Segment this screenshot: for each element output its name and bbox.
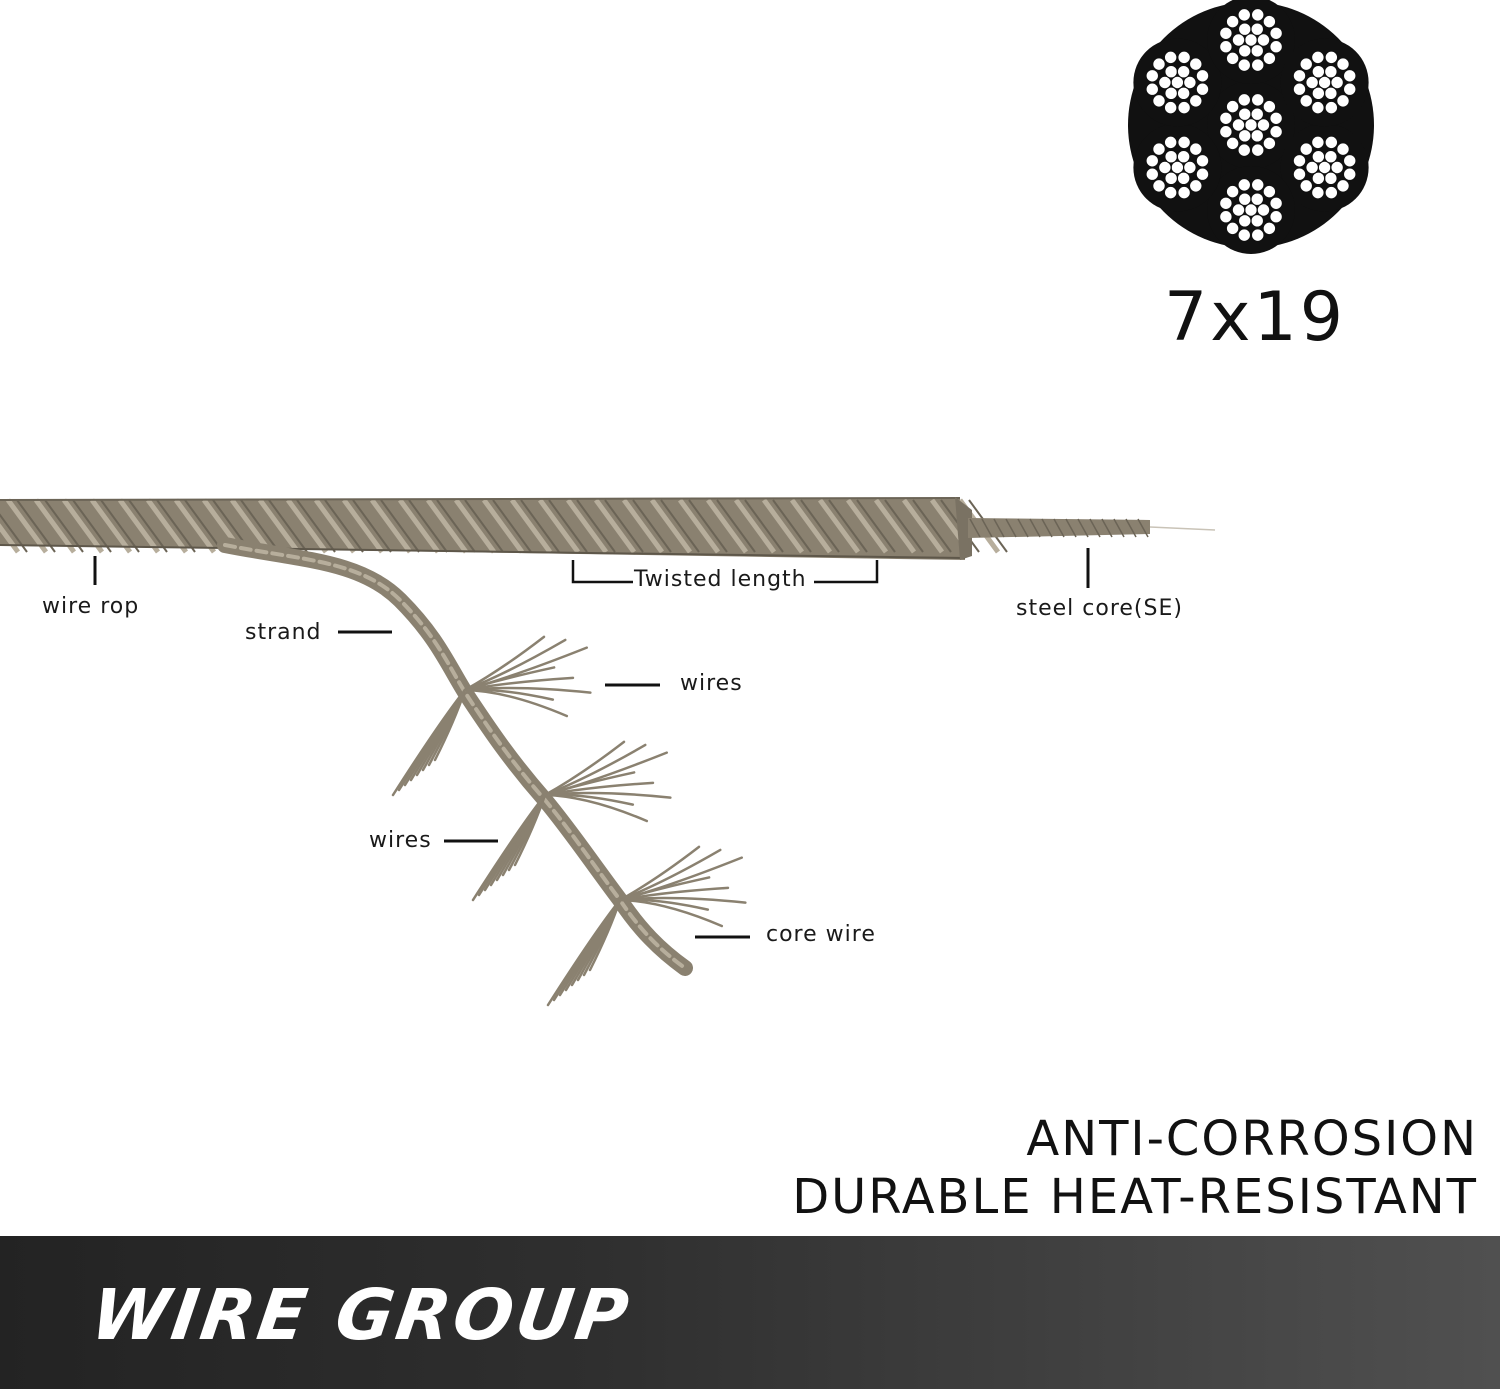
banner-title: WIRE GROUP (86, 1274, 637, 1356)
wire-rope-label: wire rop (42, 594, 140, 619)
feature-slogan: ANTI-CORROSION DURABLE HEAT-RESISTANT (792, 1110, 1478, 1226)
core-wire-label: core wire (766, 922, 876, 947)
strand-label: strand (245, 620, 322, 645)
cross-section-label: 7x19 (1163, 278, 1347, 357)
wires-label-upper: wires (680, 671, 743, 696)
slogan-line-1: ANTI-CORROSION (1026, 1111, 1478, 1167)
wire-rope-body (0, 497, 1216, 560)
slogan-line-2: DURABLE HEAT-RESISTANT (792, 1169, 1478, 1225)
twisted-length-bracket (571, 560, 879, 584)
unraveled-strand (217, 537, 747, 1007)
wires-label-lower: wires (369, 828, 432, 853)
steel-core-label: steel core(SE) (1016, 596, 1183, 621)
cross-section-diagram (1128, 0, 1374, 254)
twisted-length-label: Twisted length (634, 567, 807, 592)
bottom-banner: WIRE GROUP (0, 1236, 1500, 1389)
callout-ticks (93, 548, 1090, 939)
